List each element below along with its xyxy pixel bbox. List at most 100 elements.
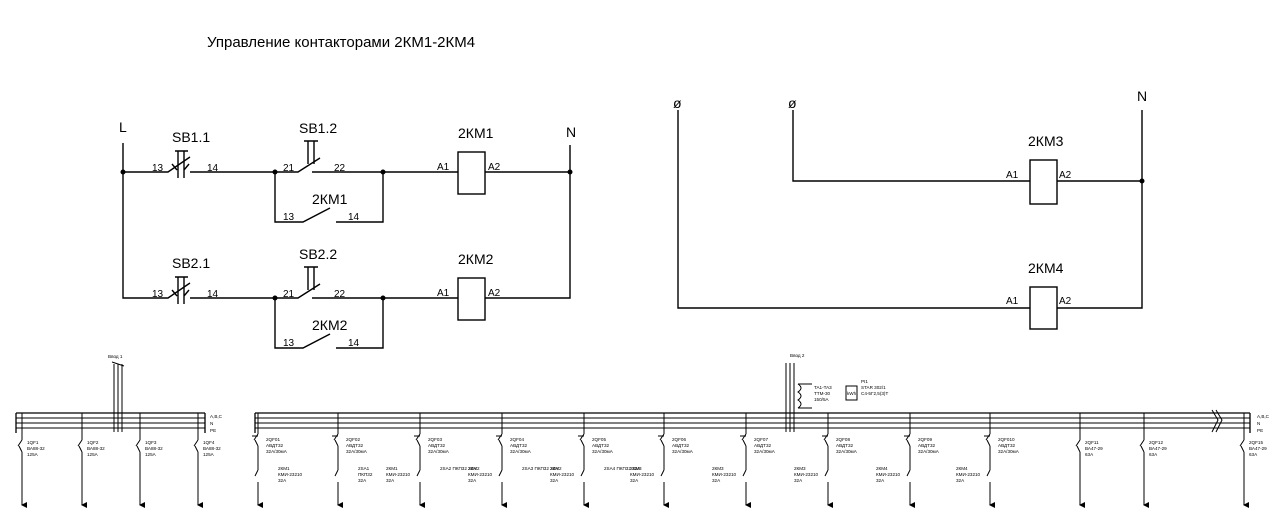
start-button-2-label: SB2.2 <box>299 246 337 262</box>
control-row-1: SB1.1 13 14 SB1.2 21 22 2КМ1 13 14 2КМ1 … <box>120 120 573 223</box>
current-transformer <box>797 383 812 409</box>
breaker-1qf2-model: ВА88-32 <box>87 446 105 451</box>
coil-2km3 <box>1029 159 1058 205</box>
breaker-2qf04: 2QF04 АВДТ32 32А/30мА 2КМ2 КМИ-23210 32А… <box>468 413 559 505</box>
coil-2km4-pin-a1: A1 <box>1006 296 1019 307</box>
breaker-2qf08-id: 2QF08 <box>836 437 850 442</box>
breaker-2qf010-model: АВДТ32 <box>998 443 1015 448</box>
breaker-2qf05: 2QF05 АВДТ32 32А/30мА 2КМ2 КМИ-23210 32А… <box>550 413 641 505</box>
coil-2km1-pin-a1: A1 <box>437 162 450 173</box>
breaker-2qf11: 2QF11 ВА47-29 63А <box>1076 413 1103 505</box>
start-button-actuator-2 <box>304 266 318 290</box>
terminal-2-symbol: ø <box>788 95 797 111</box>
right-control-circuit: ø ø N 2КМ3 A1 A2 2КМ4 A1 A2 <box>673 88 1147 330</box>
stop-button-2-label: SB2.1 <box>172 255 210 271</box>
breaker-2qf09-rating: 32А/30мА <box>918 449 940 454</box>
neutral-label-left: N <box>566 124 576 140</box>
breaker-2qf08-km-2: КМИ-23210 <box>794 472 819 477</box>
breaker-2qf07-km-1: 2КМ3 <box>712 466 724 471</box>
breaker-2qf11-model: ВА47-29 <box>1085 446 1103 451</box>
breaker-2qf03-km-1: 2КМ1 <box>386 466 398 471</box>
breaker-2qf05-rating: 32А/30мА <box>592 449 614 454</box>
breaker-2qf04-km-2: КМИ-23210 <box>468 472 493 477</box>
breaker-2qf11-rating: 63А <box>1085 452 1094 457</box>
input-1-label: Ввод 1 <box>108 354 123 359</box>
main-bus-label-n: N <box>1257 421 1260 426</box>
breaker-2qf03-rating: 32А/30мА <box>428 449 450 454</box>
breaker-2qf03-km-3: 32А <box>386 478 395 483</box>
diagram-title: Управление контакторами 2КМ1-2КМ4 <box>207 34 475 51</box>
left-bus-label-pe: PE <box>210 428 216 433</box>
breaker-2qf09-km-2: КМИ-23210 <box>876 472 901 477</box>
ct-label-line-1: TA1-TA3 <box>814 385 832 390</box>
breaker-2qf11-id: 2QF11 <box>1085 440 1099 445</box>
breaker-1qf1: 1QF1 ВА88-32 125А <box>18 413 45 505</box>
breaker-2qf010-id: 2QF010 <box>998 437 1015 442</box>
breaker-2qf03-model: АВДТ32 <box>428 443 445 448</box>
breaker-2qf06-model: АВДТ32 <box>672 443 689 448</box>
breaker-2qf06-km-3: 32А <box>630 478 639 483</box>
main-busbars: A,B,C N PE <box>254 409 1270 433</box>
terminal-1-symbol: ø <box>673 95 682 111</box>
neutral-rail <box>515 145 571 299</box>
stop-button-2-pin-14: 14 <box>207 289 219 300</box>
input-2-cable <box>785 363 795 432</box>
energy-meter <box>845 385 858 401</box>
control-row-2: SB2.1 13 14 SB2.2 21 22 2КМ2 13 14 2КМ2 … <box>152 246 515 349</box>
energy-meter-box-label: kWh <box>847 391 857 396</box>
ct-label-line-3: 150/5A <box>814 397 829 402</box>
left-control-circuit: L N SB1.1 13 14 SB1.2 21 22 2КМ1 13 14 <box>119 119 576 349</box>
coil-2km2-pin-a1: A1 <box>437 288 450 299</box>
breaker-2qf07: 2QF07 АВДТ32 32А/30мА 2КМ3 КМИ-23210 32А <box>712 413 776 505</box>
coil-2km4-pin-a2: A2 <box>1059 296 1072 307</box>
breaker-2qf02-rating: 32А/30мА <box>346 449 368 454</box>
hold-contact-2-label: 2КМ2 <box>312 317 348 333</box>
breaker-1qf3-rating: 125А <box>145 452 157 457</box>
start-button-actuator-1 <box>304 140 318 164</box>
breaker-2qf08-rating: 32А/30мА <box>836 449 858 454</box>
start-button-2-pin-22: 22 <box>334 289 346 300</box>
breaker-1qf3-id: 1QF3 <box>145 440 157 445</box>
left-bus-label-phase: A,B,C <box>210 414 223 419</box>
breaker-1qf2-id: 1QF2 <box>87 440 99 445</box>
breaker-2qf15-id: 2QF15 <box>1249 440 1263 445</box>
coil-2km1 <box>457 151 486 195</box>
breaker-1qf2-rating: 125А <box>87 452 99 457</box>
breaker-1qf4-rating: 125А <box>203 452 215 457</box>
left-bus-label-n: N <box>210 421 213 426</box>
breaker-2qf09: 2QF09 АВДТ32 32А/30мА 2КМ4 КМИ-23210 32А <box>876 413 940 505</box>
breaker-2qf07-km-2: КМИ-23210 <box>712 472 737 477</box>
phase-rail <box>122 143 153 299</box>
coil-2km1-pin-a2: A2 <box>488 162 501 173</box>
breaker-2qf08-model: АВДТ32 <box>836 443 853 448</box>
stop-button-2-pin-13: 13 <box>152 289 164 300</box>
power-panel: Ввод 1 Ввод 2 TA1-TA3 TTM-30 150/5A kWh … <box>15 353 1270 505</box>
breaker-2qf02-km-2: ПКП32 <box>358 472 373 477</box>
stop-button-1-label: SB1.1 <box>172 129 210 145</box>
breaker-2qf06-km-1: 2КМ3 <box>630 466 642 471</box>
breaker-2qf07-km-3: 32А <box>712 478 721 483</box>
breaker-2qf09-km-3: 32А <box>876 478 885 483</box>
stop-button-actuator-2 <box>171 276 190 304</box>
breaker-2qf02-id: 2QF02 <box>346 437 360 442</box>
breaker-1qf3: 1QF3 ВА88-32 125А <box>136 413 163 505</box>
breaker-2qf010-km-3: 32А <box>956 478 965 483</box>
coil-2km2-label: 2КМ2 <box>458 251 494 267</box>
breaker-2qf06-id: 2QF06 <box>672 437 686 442</box>
breaker-2qf06-km-2: КМИ-23210 <box>630 472 655 477</box>
breaker-2qf05-km-2: КМИ-23210 <box>550 472 575 477</box>
input-2-label: Ввод 2 <box>790 353 805 358</box>
breaker-1qf1-model: ВА88-32 <box>27 446 45 451</box>
coil-2km3-pin-a2: A2 <box>1059 170 1072 181</box>
breaker-2qf06: 2QF06 АВДТ32 32А/30мА 2КМ3 КМИ-23210 32А <box>630 413 694 505</box>
coil-2km3-pin-a1: A1 <box>1006 170 1019 181</box>
breaker-2qf07-id: 2QF07 <box>754 437 768 442</box>
breaker-2qf01-km-2: КМИ-23210 <box>278 472 303 477</box>
hold-contact-1-label: 2КМ1 <box>312 191 348 207</box>
breaker-2qf05-km-3: 32А <box>550 478 559 483</box>
breaker-2qf010-rating: 32А/30мА <box>998 449 1020 454</box>
coil-2km4 <box>1029 286 1058 330</box>
coil-2km4-label: 2КМ4 <box>1028 260 1064 276</box>
coil-2km3-label: 2КМ3 <box>1028 133 1064 149</box>
breaker-2qf04-km-3: 32А <box>468 478 477 483</box>
